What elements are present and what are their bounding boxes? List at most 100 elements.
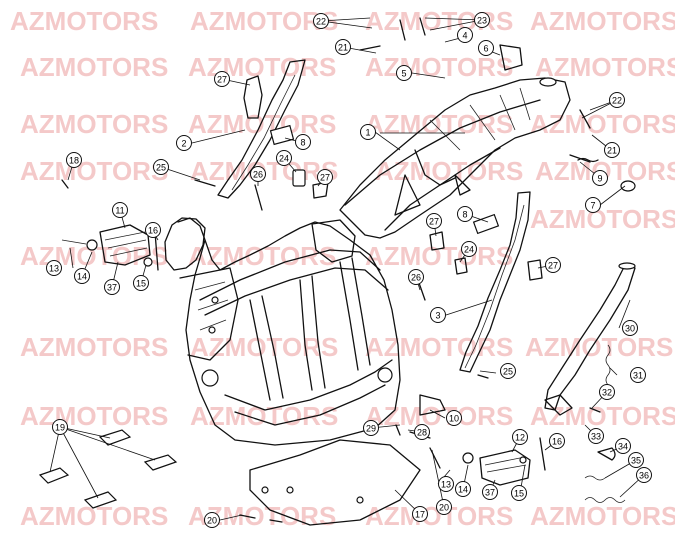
callout-label: 36 [639,471,649,481]
callout-label: 13 [441,480,451,490]
callout-c21b: 21 [604,142,620,158]
callout-c32: 32 [599,384,615,400]
callout-c16a: 16 [145,222,161,238]
callout-label: 24 [464,245,474,255]
callout-label: 11 [115,206,124,216]
callout-circle [74,268,90,284]
callout-circle [426,213,442,229]
callout-label: 35 [631,456,641,466]
callout-circle [295,134,311,150]
callout-label: 3 [435,311,440,321]
callout-circle [585,197,601,213]
callout-circle [609,92,625,108]
callout-label: 18 [69,156,79,166]
callout-circle [408,269,424,285]
callout-c9: 9 [592,170,608,186]
callout-c8a: 8 [295,134,311,150]
callout-c37b: 37 [482,484,498,500]
callout-c28: 28 [414,424,430,440]
callout-circle [133,275,149,291]
callout-circle [46,260,62,276]
callout-c13b: 13 [438,476,454,492]
callout-circle [474,12,490,28]
callout-c21a: 21 [335,39,351,55]
callout-circle [250,166,266,182]
callout-c23: 23 [474,12,490,28]
watermark-text: AZMOTORS [188,241,336,271]
callout-label: 19 [55,423,65,433]
callout-circle [153,159,169,175]
watermark-text: AZMOTORS [365,6,513,36]
callout-c24b: 24 [461,241,477,257]
callout-label: 27 [548,261,558,271]
frame-rail-right [459,191,531,373]
watermark-text: AZMOTORS [530,401,675,431]
callout-circle [478,40,494,56]
callout-circle [436,499,452,515]
callout-circle [317,169,333,185]
watermark-text: AZMOTORS [375,156,523,186]
watermark-text: AZMOTORS [10,6,158,36]
callout-circle [430,307,446,323]
callout-circle [457,27,473,43]
callout-c14b: 14 [455,481,471,497]
callout-circle [482,484,498,500]
callout-circle [500,363,516,379]
callout-circle [615,438,631,454]
callout-c7: 7 [585,197,601,213]
callout-circle [636,467,652,483]
callout-label: 37 [485,488,495,498]
callout-circle [360,124,376,140]
callout-c14a: 14 [74,268,90,284]
main-frame [164,217,446,446]
watermark-layer: AZMOTORS AZMOTORS AZMOTORS AZMOTORS AZMO… [10,6,675,531]
callout-c29: 29 [363,420,379,436]
watermark-text: AZMOTORS [530,501,675,531]
watermark-text: AZMOTORS [365,332,513,362]
callout-c22a: 22 [313,13,329,29]
callout-c20b: 20 [436,499,452,515]
callout-c4: 4 [457,27,473,43]
callout-layer: 1234567889101112131314141515161617181920… [46,12,652,528]
callout-label: 20 [439,503,449,513]
callout-circle [622,320,638,336]
callout-c19: 19 [52,419,68,435]
watermark-text: AZMOTORS [20,52,168,82]
callout-circle [604,142,620,158]
callout-label: 7 [590,201,595,211]
rubber-pads [38,429,178,509]
callout-c25a: 25 [153,159,169,175]
callout-label: 27 [217,75,227,85]
callout-c27c: 27 [426,213,442,229]
callout-circle [335,39,351,55]
callout-c30: 30 [622,320,638,336]
callout-c25b: 25 [500,363,516,379]
callout-label: 5 [401,69,406,79]
callout-circle [599,384,615,400]
callout-label: 13 [49,264,59,274]
callout-c20a: 20 [204,512,220,528]
callout-c22b: 22 [609,92,625,108]
watermark-text: AZMOTORS [20,332,168,362]
callout-label: 31 [633,371,643,381]
callout-circle [396,65,412,81]
callout-label: 4 [462,31,467,41]
callout-c8b: 8 [457,206,473,222]
callout-label: 21 [338,43,348,53]
callout-label: 12 [515,433,525,443]
callout-label: 6 [483,44,488,54]
callout-c15a: 15 [133,275,149,291]
skid-plate [249,439,421,526]
callout-label: 25 [156,163,166,173]
callout-c26b: 26 [408,269,424,285]
callout-label: 10 [449,414,459,424]
callout-label: 20 [207,516,217,526]
callout-circle [446,410,462,426]
callout-c12: 12 [512,429,528,445]
callout-circle [363,420,379,436]
side-stand [544,262,636,416]
watermark-text: AZMOTORS [530,109,675,139]
callout-c33: 33 [588,428,604,444]
callout-label: 1 [365,128,370,138]
